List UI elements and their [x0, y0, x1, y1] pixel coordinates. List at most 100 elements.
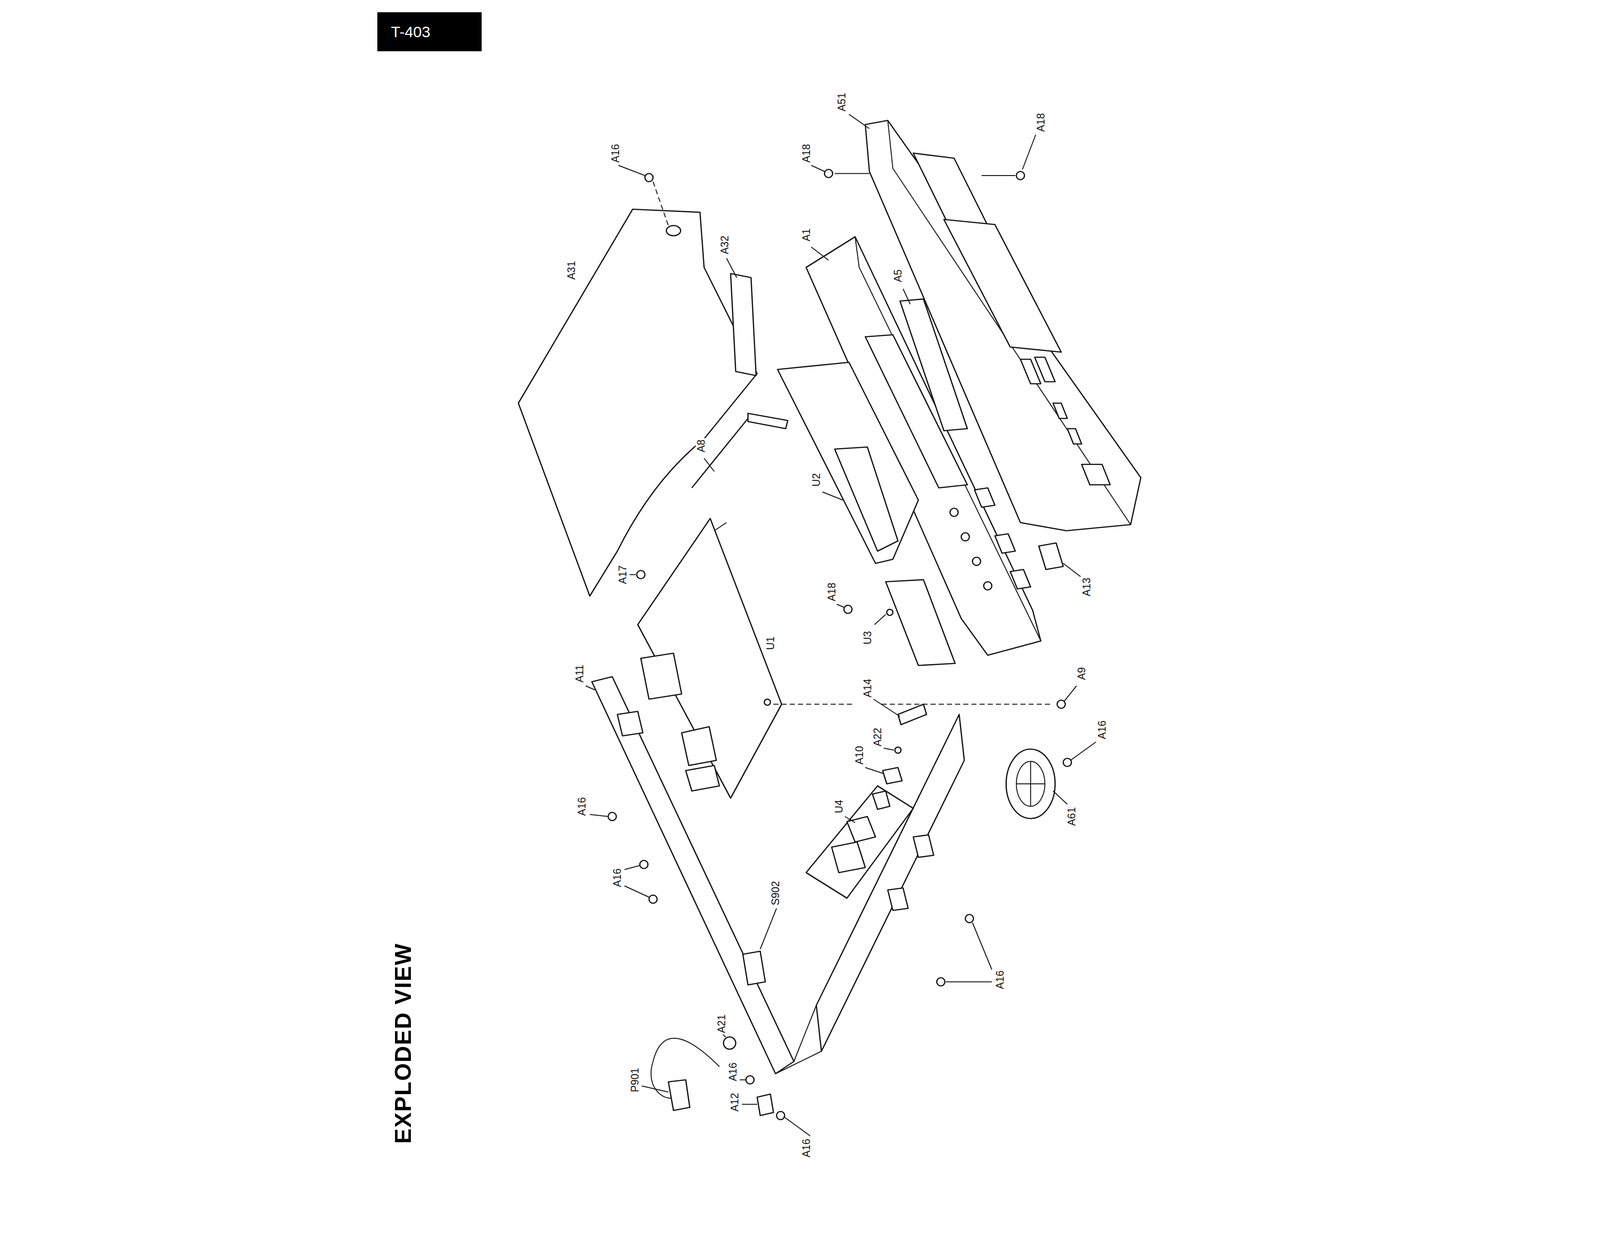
callout-number: A16 — [609, 142, 621, 164]
cord-clamp — [757, 1093, 774, 1116]
panel-button — [1053, 403, 1068, 419]
screw — [843, 604, 853, 614]
callout-number: U3 — [861, 629, 873, 646]
board-module — [834, 447, 899, 552]
knob — [1039, 542, 1064, 570]
model-number: T-403 — [390, 23, 431, 41]
callout-number: A61 — [1065, 805, 1077, 828]
callout-number: A17 — [616, 563, 628, 586]
screw — [746, 1075, 755, 1084]
callout-number: A18 — [800, 142, 812, 164]
jack — [961, 532, 970, 542]
panel-edge — [887, 120, 1132, 525]
screw — [648, 894, 658, 903]
callout-number: A9 — [1076, 665, 1088, 682]
callout-number: A14 — [861, 677, 873, 699]
grommet — [723, 1036, 736, 1049]
callout-number: A11 — [574, 663, 586, 684]
callout-number: A32 — [718, 234, 730, 256]
foot-ring — [1016, 761, 1045, 807]
chassis-edge — [775, 1004, 822, 1074]
jack — [950, 508, 959, 517]
callout-number: A16 — [611, 867, 623, 889]
board-hole — [764, 698, 771, 706]
screw — [1063, 758, 1072, 767]
circuit-board — [777, 362, 919, 564]
screw-path — [653, 181, 669, 226]
screw — [776, 1111, 785, 1120]
callout-number: A21 — [716, 1012, 727, 1035]
shield-plate — [692, 413, 789, 488]
button — [1010, 569, 1031, 590]
screw — [608, 812, 617, 821]
switch — [742, 951, 766, 985]
bracket — [897, 704, 927, 725]
board-edge — [714, 522, 727, 531]
rear-connector — [681, 726, 717, 766]
power-board — [806, 785, 914, 899]
foot-spokes — [1016, 761, 1045, 807]
callout-number: A8 — [695, 438, 707, 454]
callout-number: A51 — [836, 91, 848, 113]
panel-window — [943, 219, 1062, 353]
screw — [1057, 700, 1066, 709]
callout-number: A1 — [800, 226, 812, 243]
cover-hole — [666, 225, 681, 236]
transformer — [831, 841, 866, 873]
callout-number: A16 — [994, 969, 1006, 991]
callout-number: A13 — [1081, 575, 1093, 598]
callout-number: U2 — [810, 471, 822, 488]
button — [974, 487, 996, 508]
rear-panel — [591, 676, 795, 1074]
callout-number: A5 — [892, 267, 904, 283]
screw — [824, 169, 833, 178]
callout-number: A22 — [872, 726, 883, 748]
cover-strip — [730, 273, 757, 376]
screw — [644, 173, 654, 182]
button — [995, 533, 1016, 554]
panel-button — [1067, 428, 1083, 444]
screw — [636, 570, 645, 579]
callout-number: A12 — [729, 1091, 741, 1113]
side-hole — [887, 887, 909, 911]
rear-connector — [640, 653, 682, 699]
front-panel — [865, 120, 1142, 532]
jack — [983, 581, 992, 591]
top-cover — [518, 209, 758, 596]
power-plug — [668, 1079, 690, 1111]
page-title: EXPLODED VIEW — [391, 942, 416, 1144]
circuit-board — [637, 518, 782, 799]
holder — [882, 767, 903, 784]
screw — [1016, 171, 1025, 180]
callout-number: A18 — [826, 581, 838, 603]
foot — [1006, 749, 1056, 819]
screw — [639, 860, 649, 869]
callout-number: A16 — [575, 795, 587, 817]
leader-lines — [585, 114, 1097, 1136]
rear-connector — [685, 765, 720, 791]
callout-number: A16 — [800, 1137, 812, 1159]
screw — [965, 914, 974, 923]
callout-number: A31 — [565, 259, 577, 282]
clip — [894, 746, 902, 754]
callout-number: P901 — [629, 1066, 640, 1094]
callout-number: S902 — [770, 879, 781, 907]
title-block: T-403 — [377, 12, 482, 52]
side-hole — [913, 834, 934, 858]
callout-number: A10 — [853, 744, 865, 766]
screw-path — [773, 703, 1054, 705]
callout-number: U4 — [833, 798, 844, 815]
screw — [936, 977, 946, 986]
callout-number: A16 — [726, 1060, 738, 1083]
component — [872, 790, 890, 810]
jack — [972, 557, 981, 566]
callout-number: U1 — [765, 634, 776, 651]
screw — [886, 609, 893, 616]
panel-logo — [1081, 464, 1111, 485]
callout-number: A18 — [1035, 112, 1047, 134]
rear-window — [617, 711, 643, 736]
circuit-board — [885, 579, 956, 666]
